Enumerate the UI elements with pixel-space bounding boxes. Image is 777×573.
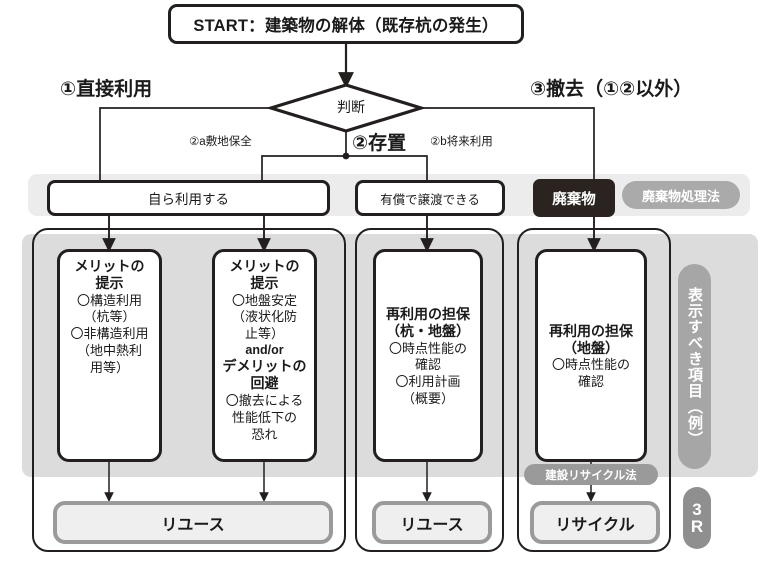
branch-label-future-use: ②b将来利用 xyxy=(430,136,493,148)
branch-label-removal: ③撤去（①②以外） xyxy=(530,79,693,100)
start-node: START：建築物の解体（既存杭の発生） xyxy=(168,4,524,44)
detail-box-1-item-0: 〇構造利用 xyxy=(76,292,142,308)
outcome-reuse-1-label: リユース xyxy=(161,516,225,534)
status-box-sell: 有償で譲渡できる xyxy=(355,180,505,216)
status-box-waste: 廃棄物 xyxy=(533,179,615,217)
outcome-recycle-label: リサイクル xyxy=(555,516,635,534)
detail-box-1-title-line1: メリットの xyxy=(74,258,145,274)
outcome-reuse-2: リユース xyxy=(372,501,492,544)
outcome-reuse-1: リユース xyxy=(53,501,333,544)
detail-box-2-title2-line1: デメリットの xyxy=(222,358,307,375)
decision-node-label: 判断 xyxy=(337,99,365,115)
detail-box-4-item-0: 〇時点性能の xyxy=(551,357,630,373)
detail-box-3-item-1: 確認 xyxy=(414,357,441,373)
status-box-self-use-label: 自ら利用する xyxy=(148,192,229,207)
branch-label-direct-use: ①直接利用 xyxy=(60,79,153,100)
detail-box-4-item-1: 確認 xyxy=(577,374,604,390)
detail-box-2-item2-1: 性能低下の xyxy=(231,409,297,425)
status-box-self-use: 自ら利用する xyxy=(47,180,330,216)
detail-box-3-item-0: 〇時点性能の xyxy=(388,340,467,356)
start-node-label: START：建築物の解体（既存杭の発生） xyxy=(193,17,499,35)
detail-box-2-item2-2: 恐れ xyxy=(251,426,278,442)
badge-3r-line2: R xyxy=(690,517,704,536)
group-frame-waste xyxy=(517,228,671,552)
side-vertical-legend: 表示すべき項目（例） xyxy=(678,264,711,469)
detail-box-4-title-line2: （地盤） xyxy=(563,339,619,356)
waste-law-pill-label: 廃棄物処理法 xyxy=(641,188,720,204)
detail-box-merit-demerit: メリットの 提示 〇地盤安定 （液状化防 止等） and/or デメリットの 回… xyxy=(212,249,317,462)
group-frame-self-use xyxy=(32,228,346,552)
detail-box-1-item-3: （地中熱利 xyxy=(76,343,142,359)
detail-box-3-item-3: （概要） xyxy=(401,391,454,407)
detail-box-1-item-4: 用等） xyxy=(89,360,129,376)
detail-box-1-item-1: （杭等） xyxy=(83,309,136,325)
detail-box-2-item-0: 〇地盤安定 xyxy=(231,292,297,308)
branch-label-site-preservation: ②a敷地保全 xyxy=(189,136,252,148)
status-box-waste-label: 廃棄物 xyxy=(552,191,596,208)
detail-box-2-title-line1: メリットの xyxy=(229,258,300,274)
branch-label-retain: ②存置 xyxy=(352,133,407,154)
detail-box-3-title-line1: 再利用の担保 xyxy=(386,305,470,322)
detail-box-2-title2-line2: 回避 xyxy=(250,375,279,392)
status-box-sell-label: 有償で譲渡できる xyxy=(380,192,480,207)
waste-law-pill: 廃棄物処理法 xyxy=(622,181,740,209)
detail-box-2-item-1: （液状化防 xyxy=(231,309,297,325)
outcome-reuse-2-label: リユース xyxy=(400,516,464,534)
detail-box-2-item2-0: 〇撤去による xyxy=(225,393,304,409)
construction-recycle-law-label: 建設リサイクル法 xyxy=(545,469,637,482)
detail-box-2-andor: and/or xyxy=(245,343,284,358)
detail-box-merit-structural: メリットの 提示 〇構造利用 （杭等） 〇非構造利用 （地中熱利 用等） xyxy=(57,249,162,462)
construction-recycle-law-pill: 建設リサイクル法 xyxy=(524,464,658,485)
detail-box-4-title-line1: 再利用の担保 xyxy=(549,322,633,339)
detail-box-2-item-2: 止等） xyxy=(244,326,284,342)
badge-3r: 3 R xyxy=(683,487,711,549)
detail-box-3-title-line2: （杭・地盤） xyxy=(386,322,470,339)
detail-box-1-title-line2: 提示 xyxy=(95,274,124,291)
detail-box-2-title-line2: 提示 xyxy=(250,274,279,291)
badge-3r-line1: 3 xyxy=(692,499,702,519)
outcome-recycle: リサイクル xyxy=(530,501,660,544)
group-frame-sell xyxy=(355,228,504,552)
detail-box-reuse-guarantee-pile-ground: 再利用の担保 （杭・地盤） 〇時点性能の 確認 〇利用計画 （概要） xyxy=(373,249,483,462)
side-vertical-legend-label: 表示すべき項目（例） xyxy=(686,286,703,447)
detail-box-reuse-guarantee-ground: 再利用の担保 （地盤） 〇時点性能の 確認 xyxy=(535,249,647,462)
detail-box-3-item-2: 〇利用計画 xyxy=(395,374,461,390)
detail-box-1-item-2: 〇非構造利用 xyxy=(70,326,149,342)
